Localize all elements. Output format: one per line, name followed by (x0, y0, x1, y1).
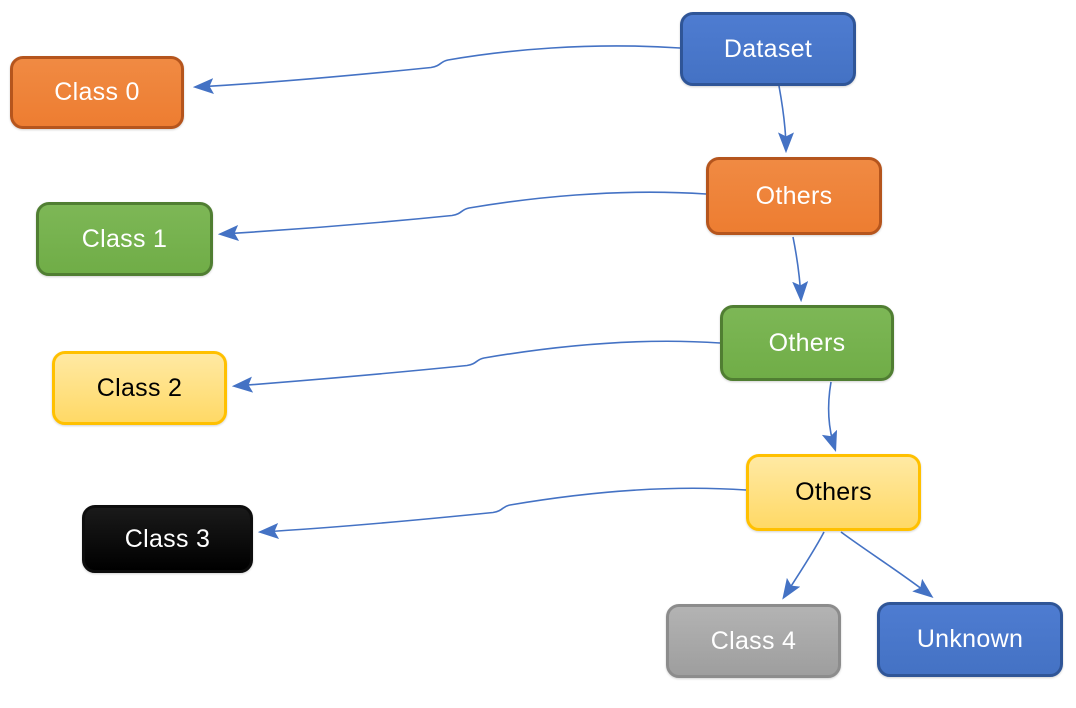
node-class-4: Class 4 (666, 604, 841, 678)
node-label: Unknown (916, 625, 1024, 653)
node-class-3: Class 3 (82, 505, 253, 573)
node-others-1: Others (706, 157, 882, 235)
edge-others-2-to-others-3 (821, 381, 838, 453)
node-label: Others (795, 478, 872, 506)
node-label: Dataset (723, 34, 813, 63)
node-label: Others (755, 181, 833, 210)
edge-dataset-to-others-1 (777, 85, 794, 154)
node-label: Class 3 (124, 524, 211, 553)
node-class-0: Class 0 (10, 56, 184, 129)
node-label: Class 4 (710, 626, 797, 655)
node-class-2: Class 2 (52, 351, 227, 425)
edge-others-3-to-class-4 (782, 531, 825, 600)
node-dataset: Dataset (680, 12, 856, 86)
node-others-3: Others (746, 454, 921, 531)
edge-others-3-to-class-3 (257, 487, 747, 539)
node-unknown: Unknown (877, 602, 1063, 677)
edge-others-2-to-class-2 (231, 340, 721, 393)
node-class-1: Class 1 (36, 202, 213, 276)
edge-dataset-to-class-0 (192, 45, 681, 95)
edge-others-1-to-class-1 (217, 191, 707, 241)
edge-others-3-to-unknown (840, 531, 934, 598)
node-label: Class 0 (54, 78, 140, 106)
edge-others-1-to-others-2 (792, 236, 809, 303)
node-label: Class 2 (96, 373, 183, 402)
node-others-2: Others (720, 305, 894, 381)
node-label: Others (768, 328, 846, 357)
node-label: Class 1 (81, 224, 168, 253)
